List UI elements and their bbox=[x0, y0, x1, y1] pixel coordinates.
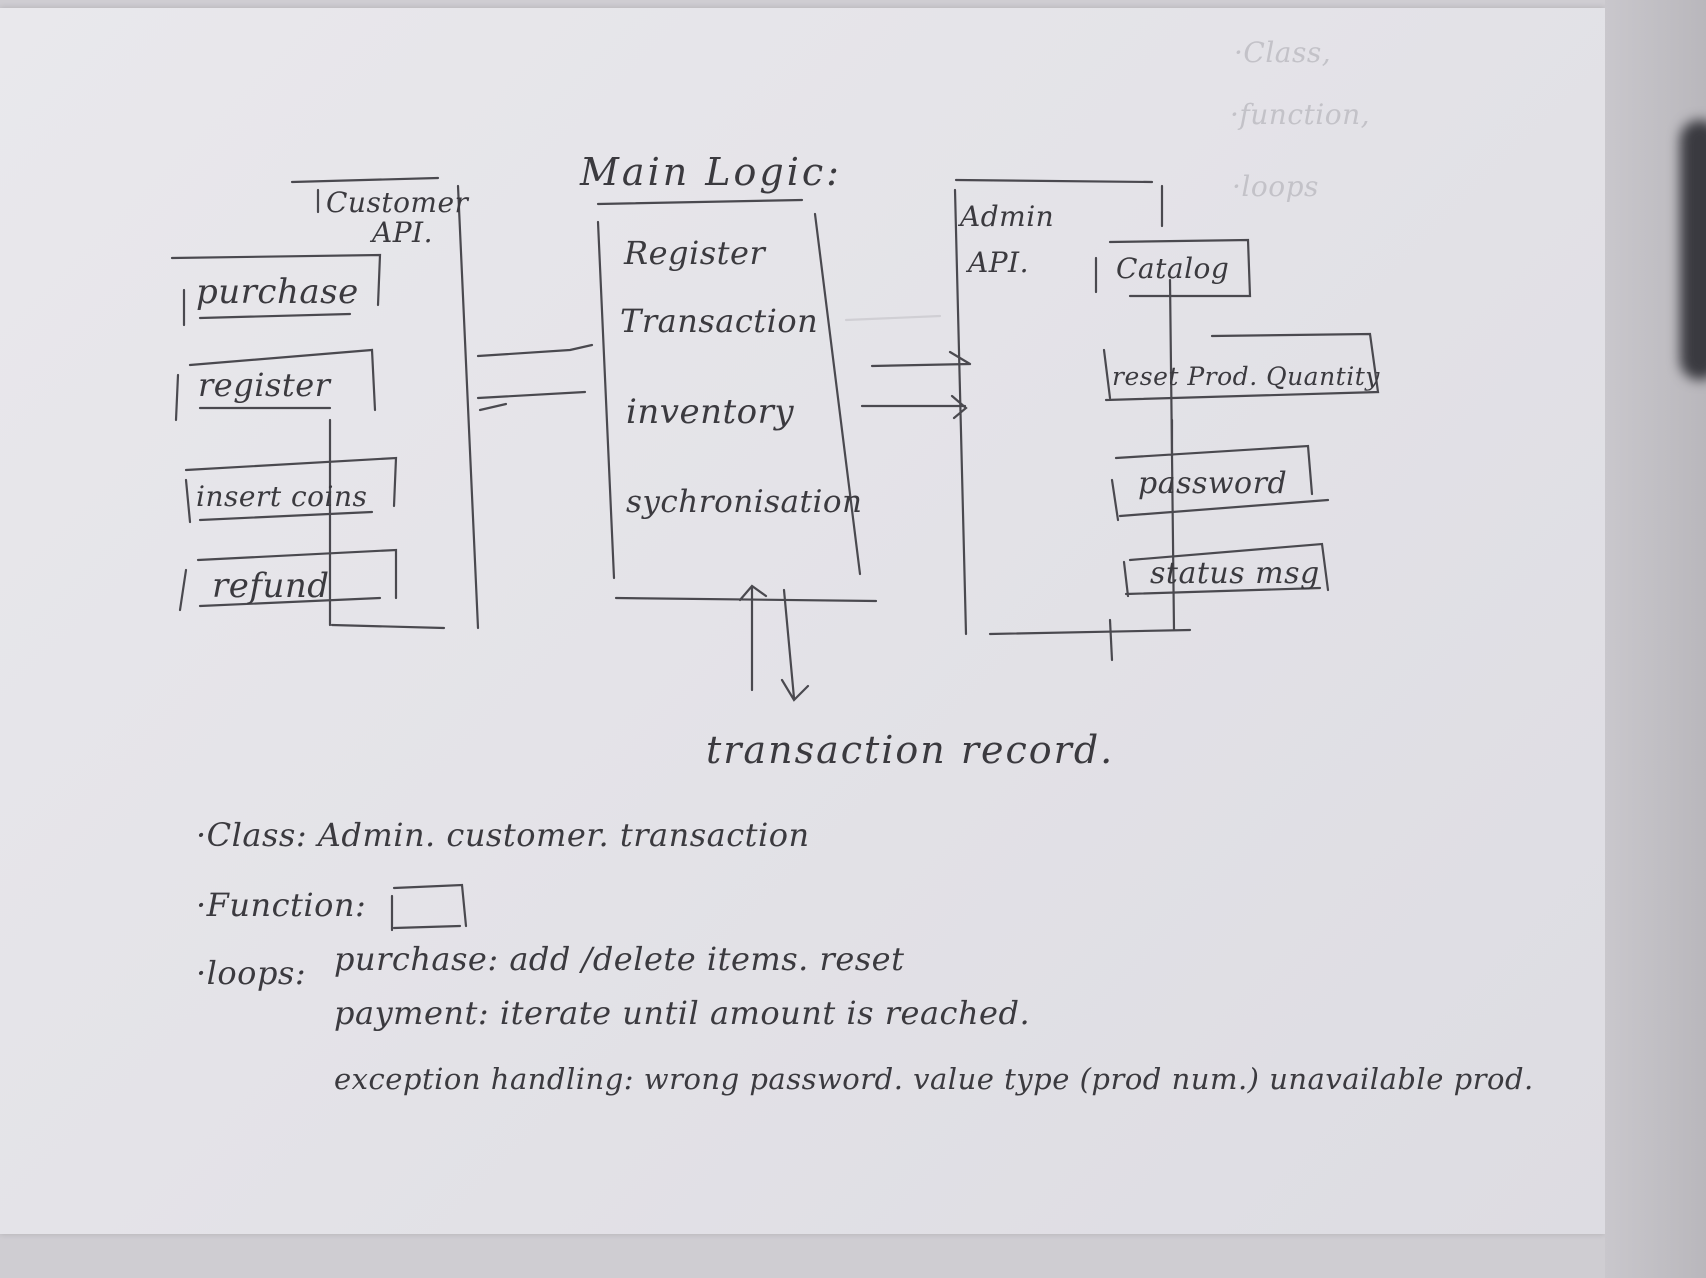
main-item-inventory: inventory bbox=[626, 392, 795, 432]
admin-item-catalog: Catalog bbox=[1116, 252, 1230, 285]
customer-api-title-line2: API. bbox=[372, 216, 434, 249]
admin-api-top-line bbox=[954, 178, 1154, 184]
customer-to-main-arrow-2 bbox=[478, 402, 508, 412]
refund-box bbox=[178, 548, 398, 612]
customer-api-title: Customer API. bbox=[326, 188, 468, 248]
insert-coins-box bbox=[184, 456, 398, 524]
customer-item-insert-coins: insert coins bbox=[196, 480, 368, 513]
to-record-arrow-up bbox=[738, 584, 768, 692]
paper-sheet bbox=[0, 8, 1605, 1234]
admin-api-title: Admin API. bbox=[960, 194, 1054, 286]
function-empty-box bbox=[390, 883, 468, 932]
main-logic-right-line bbox=[813, 212, 862, 576]
admin-item-password: password bbox=[1138, 466, 1288, 501]
password-box bbox=[1110, 418, 1330, 522]
catalog-box bbox=[1094, 238, 1252, 298]
customer-item-refund: refund bbox=[212, 566, 330, 606]
notes-loops-label: ·loops: bbox=[196, 954, 307, 992]
customer-api-title-line1: Customer bbox=[326, 186, 469, 219]
customer-api-right-line bbox=[456, 184, 480, 630]
admin-api-bottom-line bbox=[988, 628, 1192, 636]
main-logic-title: Main Logic: bbox=[580, 150, 842, 194]
admin-api-left-line bbox=[953, 188, 968, 636]
purchase-box bbox=[170, 253, 382, 327]
main-item-register: Register bbox=[624, 234, 766, 272]
main-item-sychronisation: sychronisation bbox=[626, 484, 863, 520]
notes-loops-exception: exception handling: wrong password. valu… bbox=[334, 1062, 1534, 1096]
faint-note-3: ·loops bbox=[1232, 170, 1319, 203]
customer-item-purchase: purchase bbox=[196, 272, 359, 312]
transaction-record-label: transaction record. bbox=[706, 728, 1115, 772]
customer-item-register: register bbox=[198, 366, 331, 404]
register-box bbox=[174, 348, 377, 422]
admin-item-status-msg: status msg bbox=[1150, 556, 1320, 591]
notes-function-line: ·Function: bbox=[196, 886, 367, 924]
admin-extra-line bbox=[1108, 618, 1114, 662]
faint-note-2: ·function, bbox=[1230, 98, 1371, 131]
faint-note-1: ·Class, bbox=[1234, 36, 1332, 69]
customer-to-main-arrow-1 bbox=[476, 343, 594, 400]
main-logic-underline bbox=[596, 198, 804, 206]
notes-class-line: ·Class: Admin. customer. transaction bbox=[196, 816, 810, 854]
reset-box bbox=[1102, 332, 1380, 402]
admin-item-reset-prod-quantity: reset Prod. Quantity bbox=[1112, 362, 1380, 391]
notes-loops-payment: payment: iterate until amount is reached… bbox=[334, 994, 1031, 1032]
customer-api-top-line bbox=[290, 176, 440, 184]
main-item-transaction: Transaction bbox=[620, 302, 819, 340]
main-to-admin-arrow-1 bbox=[870, 350, 972, 368]
faint-arrow bbox=[844, 314, 942, 322]
main-logic-bottom-line bbox=[614, 596, 878, 603]
status-msg-box bbox=[1122, 542, 1330, 598]
customer-api-bottom-line bbox=[330, 623, 446, 630]
admin-api-title-line2: API. bbox=[968, 246, 1030, 279]
main-logic-left-line bbox=[596, 220, 616, 580]
main-to-admin-arrow-2 bbox=[860, 394, 968, 420]
to-record-arrow-down bbox=[780, 588, 810, 702]
notes-loops-purchase: purchase: add /delete items. reset bbox=[334, 940, 905, 978]
thumb-shadow bbox=[1680, 120, 1706, 380]
admin-api-title-line1: Admin bbox=[960, 200, 1055, 233]
